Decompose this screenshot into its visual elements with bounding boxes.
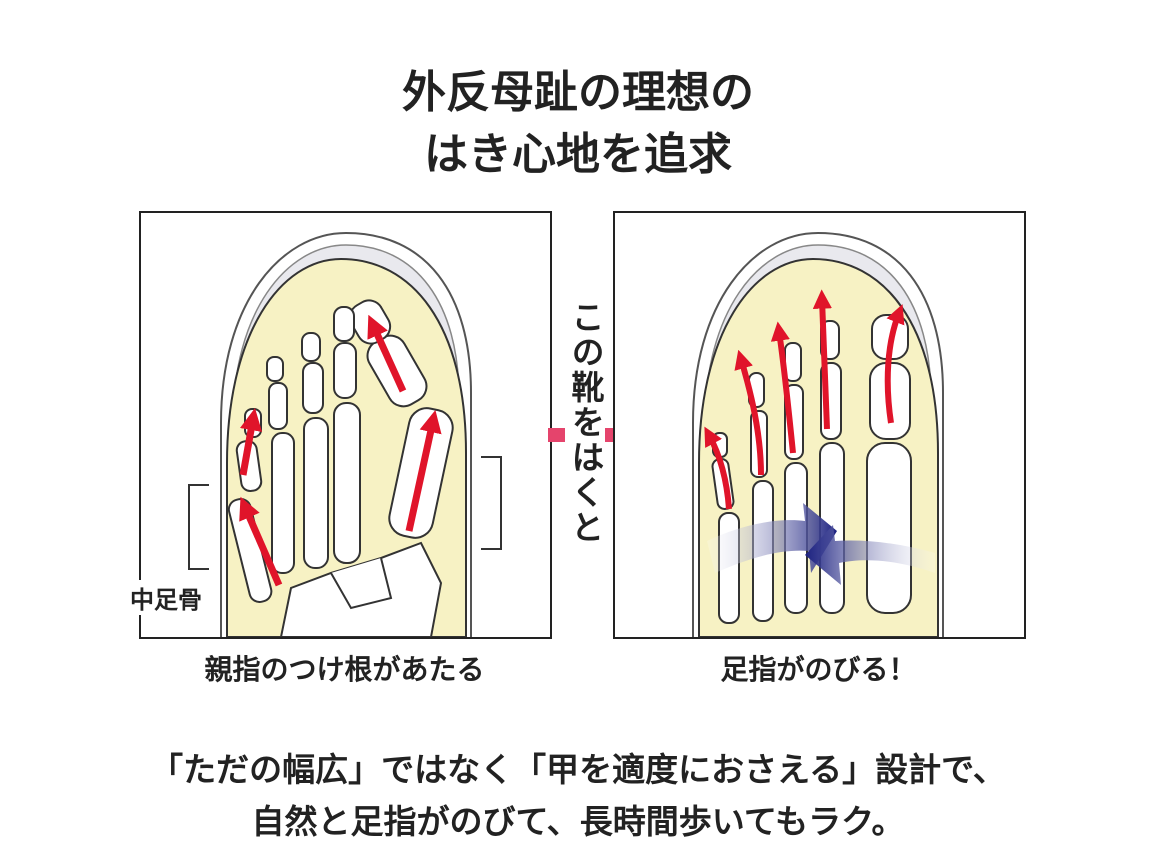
description-line-2: 自然と足指がのびて、長時間歩いてもラク。 [251,802,905,841]
right-bracket [481,456,502,550]
before-foot-illustration [188,231,502,637]
left-bracket [188,484,209,570]
title-line-2: はき心地を追求 [424,129,732,180]
description-line-1: 「ただの幅広」ではなく「甲を適度におさえる」設計で、 [150,750,1006,789]
middle-label: この靴をはくと [565,300,605,545]
page-title: 外反母趾の理想の はき心地を追求 [0,62,1156,186]
after-foot-illustration [692,231,944,637]
red-arrows [239,314,442,587]
after-caption: 足指がのびる！ [720,653,917,686]
description: 「ただの幅広」ではなく「甲を適度におさえる」設計で、 自然と足指がのびて、長時間… [0,744,1156,848]
red-arrows [704,289,905,510]
after-panel [613,211,1026,639]
before-caption: 親指のつけ根があたる [204,653,485,686]
before-panel [139,211,552,639]
metatarsal-label: 中足骨 [128,580,204,615]
pressure-arrows [707,503,935,585]
title-line-1: 外反母趾の理想の [402,67,754,118]
